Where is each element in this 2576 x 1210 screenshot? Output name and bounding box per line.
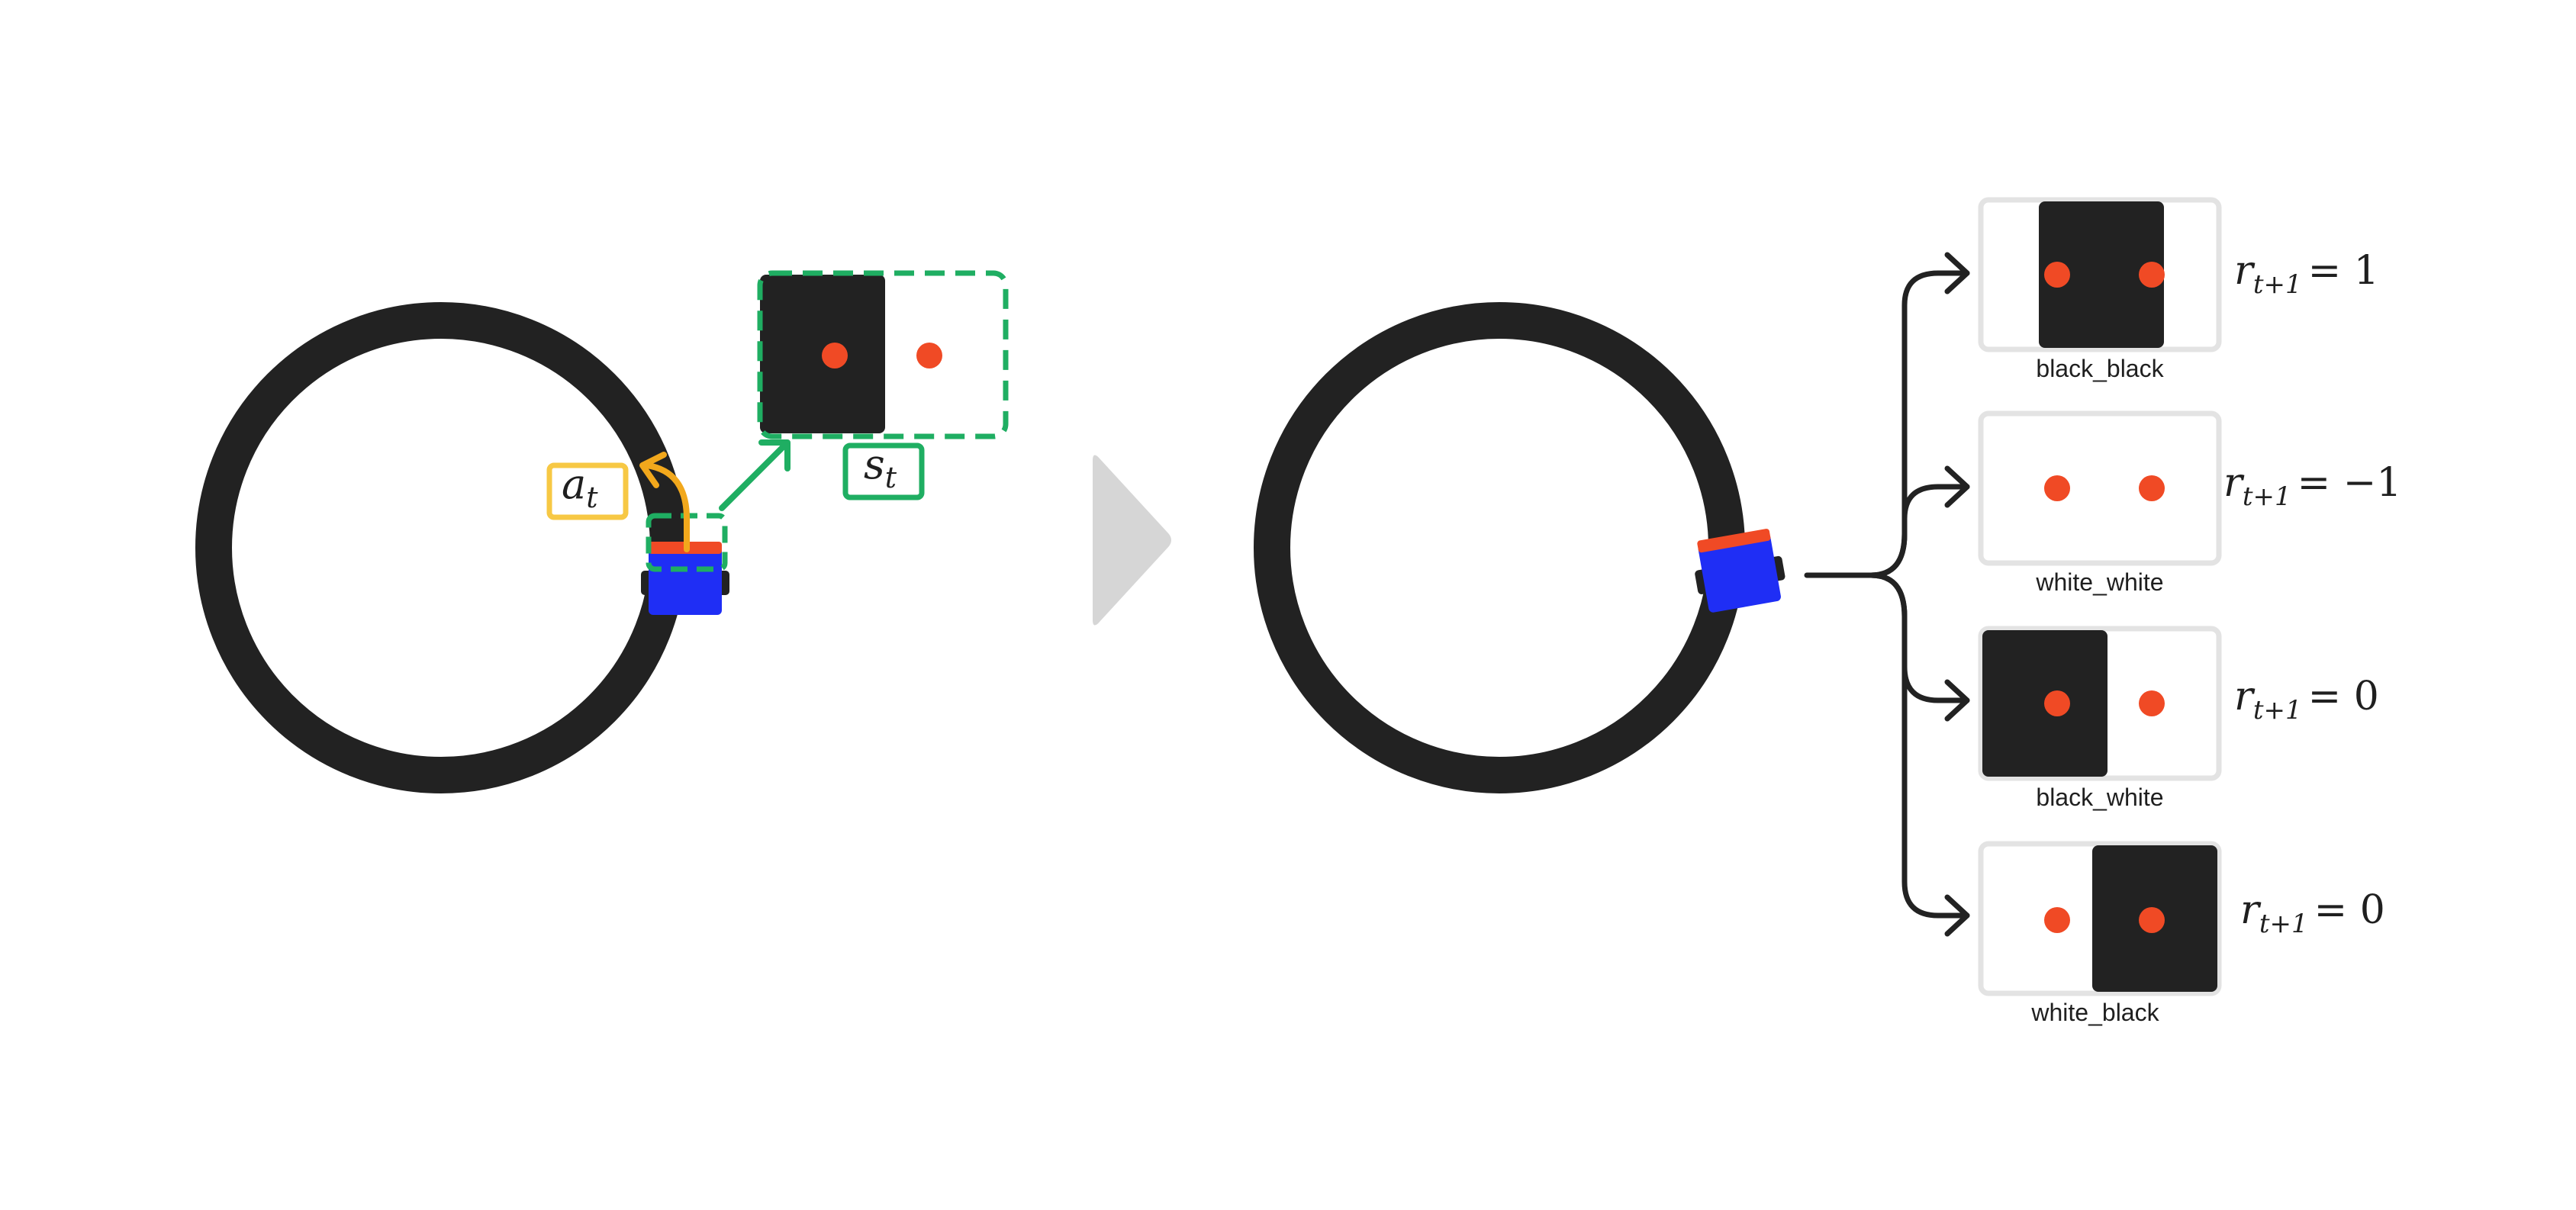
state-name-label: white_black <box>2030 999 2159 1026</box>
play-triangle-icon <box>1093 455 1171 626</box>
state-arrow-head <box>758 439 791 471</box>
circular-track-right <box>1254 302 1745 793</box>
robot-front-sensor-bar <box>1697 529 1771 553</box>
chevron-right-arrow-icon <box>1944 465 1970 508</box>
outcome-frame <box>1978 410 2222 566</box>
state-name-label: black_black <box>2036 355 2164 382</box>
chevron-right-arrow-icon <box>1944 252 1970 294</box>
state-dashed-border <box>757 270 1009 439</box>
sensor-dot-right <box>2139 907 2165 933</box>
state-label-box <box>842 442 925 500</box>
action-label: at <box>562 460 598 514</box>
state-name-label: black_white <box>2036 784 2163 811</box>
sensor-dot-right <box>2139 690 2165 716</box>
sensor-dot-left <box>822 343 848 368</box>
chevron-right-arrow-icon <box>1944 894 1970 937</box>
left-panel: at st <box>195 270 1009 793</box>
robot-right <box>1695 529 1785 613</box>
reward-label: rt+1= −1 <box>2223 460 2401 512</box>
action-curve-arrow <box>644 462 690 552</box>
sensor-dot-left <box>2044 475 2070 501</box>
sensor-dot-right <box>2139 475 2165 501</box>
state-label: st <box>864 440 897 494</box>
sensor-dot-left <box>2044 262 2070 288</box>
reward-label: rt+1= 0 <box>2234 674 2379 726</box>
right-panel: black_black rt+1= 1 white_white rt+1= −1… <box>1254 197 2401 1026</box>
state-arrow-line <box>719 441 789 511</box>
outcome-black-black: black_black rt+1= 1 <box>1978 197 2379 382</box>
robot-left <box>641 542 729 615</box>
robot-body <box>649 546 722 615</box>
outcome-black-white: black_white rt+1= 0 <box>1978 626 2379 811</box>
outcome-white-black: white_black rt+1= 0 <box>1978 841 2385 1026</box>
sensor-dot-right <box>916 343 942 368</box>
branch-to-white-white <box>1868 484 1970 578</box>
outcome-white-white: white_white rt+1= −1 <box>1978 410 2401 596</box>
branch-to-black-white <box>1868 572 1970 703</box>
sensor-dot-left <box>2044 907 2070 933</box>
branch-to-black-black <box>1868 270 1970 578</box>
state-name-label: white_white <box>2035 568 2163 596</box>
action-arrow-head <box>639 452 667 488</box>
outcome-black-area <box>2039 201 2164 348</box>
branch-to-white-black <box>1868 572 1970 919</box>
reward-label: rt+1= 0 <box>2240 887 2385 939</box>
state-observation <box>757 270 1009 439</box>
robot-body <box>1698 533 1781 613</box>
chevron-right-arrow-icon <box>1944 679 1970 722</box>
branch-arrows <box>1804 252 1970 937</box>
sensor-dot-right <box>2139 262 2165 288</box>
sensor-dot-left <box>2044 690 2070 716</box>
action-label-box <box>546 462 629 520</box>
circular-track-left <box>195 302 687 793</box>
reward-label: rt+1= 1 <box>2234 248 2379 300</box>
